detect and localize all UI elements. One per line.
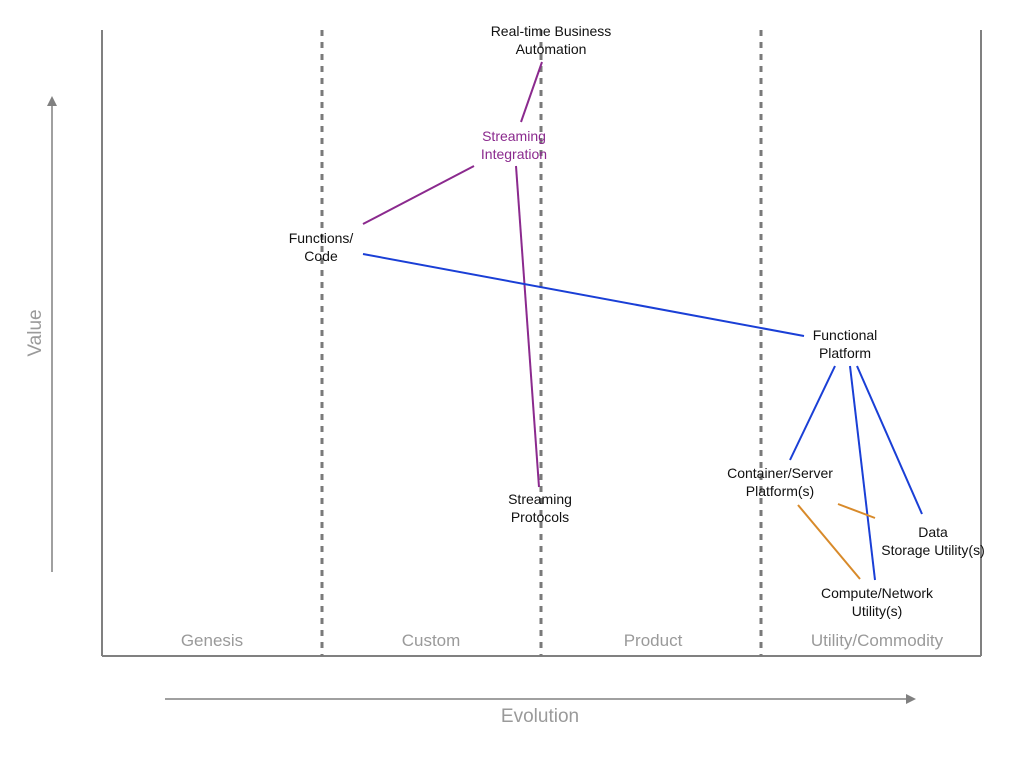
link-functional-platform-container-server-platforms xyxy=(789,365,836,461)
node-label-line: Platform(s) xyxy=(745,483,815,499)
node-container-server-platforms: Container/Server Platform(s) xyxy=(727,464,833,500)
link-functions-code-functional-platform xyxy=(362,253,805,337)
node-functional-platform: Functional Platform xyxy=(813,326,878,362)
node-label-line: Utility(s) xyxy=(851,603,903,619)
stage-label-custom: Custom xyxy=(401,631,461,650)
link-container-server-platforms-data-storage-utility xyxy=(837,503,876,519)
node-label-line: Storage Utility(s) xyxy=(881,542,985,558)
link-container-server-platforms-compute-network-utility xyxy=(797,504,861,580)
node-streaming-protocols: Streaming Protocols xyxy=(508,490,572,526)
links-group xyxy=(362,61,923,581)
link-streaming-integration-streaming-protocols xyxy=(515,165,540,488)
node-label-line: Compute/Network xyxy=(820,585,934,601)
node-label-line: Platform xyxy=(818,345,872,361)
stage-label-product: Product xyxy=(623,631,683,650)
node-label-line: Automation xyxy=(515,41,587,57)
node-label-line: Integration xyxy=(480,146,548,162)
node-compute-network-utility: Compute/Network Utility(s) xyxy=(821,584,933,620)
node-streaming-integration: Streaming Integration xyxy=(481,127,547,163)
node-label-line: Protocols xyxy=(510,509,570,525)
node-label-line: Functions/ xyxy=(288,230,354,246)
node-label-line: Real-time Business xyxy=(490,23,612,39)
link-streaming-integration-functions-code xyxy=(362,165,475,225)
evolution-axis-title: Evolution xyxy=(500,706,580,727)
node-real-time-business-automation: Real-time Business Automation xyxy=(491,22,612,58)
stage-label-genesis: Genesis xyxy=(180,631,244,650)
link-rtba-streaming-integration xyxy=(520,61,543,123)
link-functional-platform-data-storage-utility xyxy=(856,365,923,515)
node-label-line: Container/Server xyxy=(727,465,833,481)
node-label-line: Code xyxy=(304,248,338,264)
node-label-line: Streaming xyxy=(508,491,572,507)
node-label-line: Data xyxy=(918,524,948,540)
node-data-storage-utility: Data Storage Utility(s) xyxy=(881,523,984,559)
value-axis-title: Value xyxy=(25,309,46,357)
node-label-line: Functional xyxy=(812,327,878,343)
node-functions-code: Functions/ Code xyxy=(289,229,354,265)
node-label-line: Streaming xyxy=(482,128,546,144)
stage-label-utility: Utility/Commodity xyxy=(810,631,944,650)
link-functional-platform-compute-network-utility xyxy=(849,365,876,581)
